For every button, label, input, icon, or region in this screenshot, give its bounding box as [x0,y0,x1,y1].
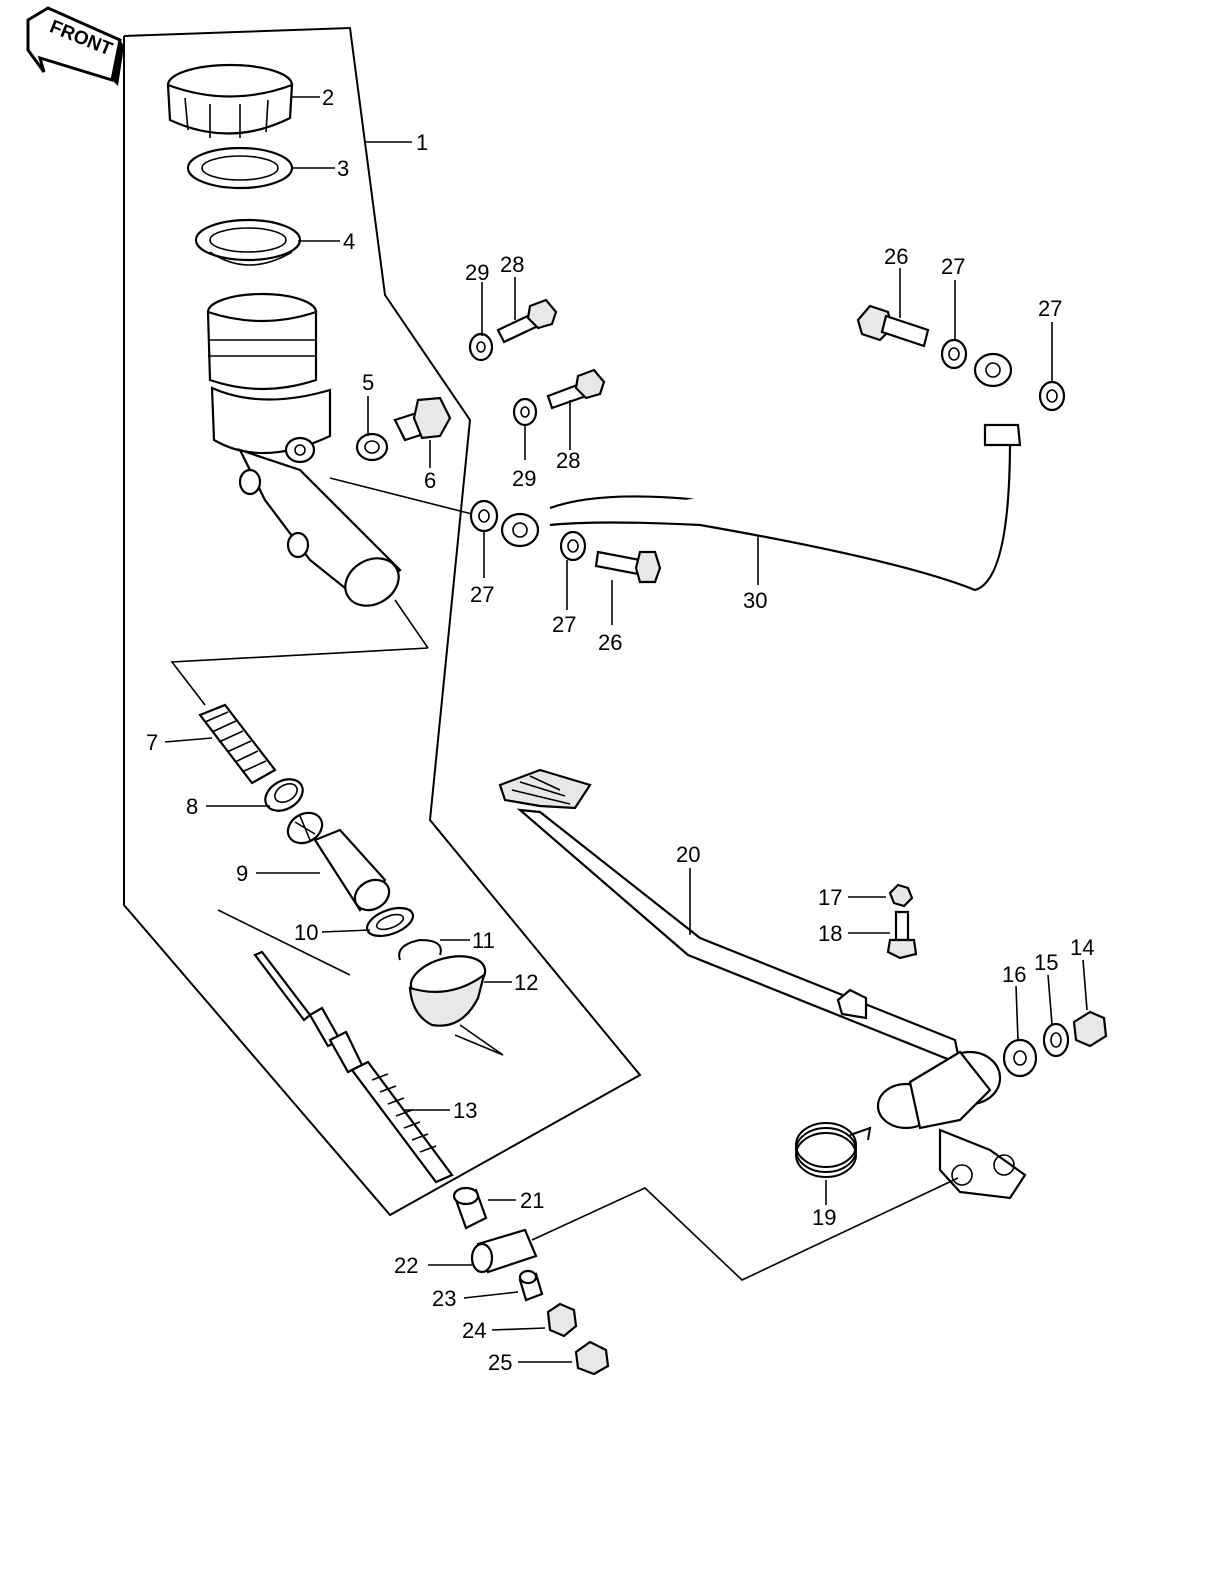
part-26-banjo-bolt-upper [856,304,930,348]
callout-21: 21 [520,1188,544,1213]
part-7-spring [198,703,277,785]
part-14-nut [1072,1010,1108,1048]
part-27-washer-upper-left [940,338,968,370]
callout-20: 20 [676,842,700,867]
part-10-stopper-ring [365,906,415,938]
callout-29-upper: 29 [465,260,489,285]
callout-1: 1 [416,130,428,155]
callout-24: 24 [462,1318,486,1343]
callout-16: 16 [1002,962,1026,987]
leader-clevis-to-pedal [531,1177,959,1281]
part-27-washer-lower-right [559,530,587,562]
master-cylinder-body [206,292,402,607]
callout-13: 13 [453,1098,477,1123]
front-direction-arrow-icon: FRONT [26,6,124,86]
part-28-bolt-upper [496,298,558,344]
callout-5: 5 [362,370,374,395]
callout-22: 22 [394,1253,418,1278]
callout-leaders [164,96,1088,1363]
part-3-diaphragm-plate [186,146,294,190]
callout-18: 18 [818,921,842,946]
callout-27-lower-left: 27 [470,582,494,607]
leader-cylinder-to-internal [394,599,429,649]
part-11-circlip [398,938,442,961]
part-25-nut [574,1340,610,1376]
callout-7: 7 [146,730,158,755]
part-6-plug-bolt [393,396,452,442]
part-24-nut [546,1302,578,1338]
part-27-washer-upper-right [1038,380,1066,412]
callout-10: 10 [294,920,318,945]
callout-26-upper: 26 [884,244,908,269]
callout-25: 25 [488,1350,512,1375]
part-22-clevis-pin [470,1228,538,1274]
part-30-brake-hose [500,352,1022,592]
callout-14: 14 [1070,935,1094,960]
leader-internal-bracket [170,647,429,706]
part-26-banjo-bolt-lower [594,550,662,584]
part-20-brake-pedal [498,768,1027,1200]
leader-12-to-13 [217,909,351,976]
callout-12: 12 [514,970,538,995]
callout-28-lower: 28 [556,448,580,473]
part-17-nut [888,883,914,908]
callout-27-lower-right: 27 [552,612,576,637]
callout-30: 30 [743,588,767,613]
part-12-dust-boot [408,955,487,1027]
callout-3: 3 [337,156,349,181]
part-28-bolt-middle [546,368,606,410]
part-4-diaphragm [194,218,302,266]
part-19-return-spring [795,1122,872,1178]
part-27-washer-lower-left [469,499,499,533]
part-18-bolt [886,910,918,960]
callout-29-lower: 29 [512,466,536,491]
callout-27-upper-right: 27 [1038,296,1062,321]
part-29-washer-middle [512,397,538,427]
part-29-washer-upper [468,332,494,362]
callout-17: 17 [818,885,842,910]
callout-9: 9 [236,861,248,886]
leader-body-to-27 [329,477,473,515]
leader-12-boot [454,1024,504,1056]
part-8-primary-cup [264,778,304,812]
callout-6: 6 [424,468,436,493]
part-9-piston [286,811,391,912]
callout-11: 11 [472,928,495,953]
callout-4: 4 [343,229,355,254]
part-21-joint [452,1186,488,1230]
part-15-washer [1042,1022,1070,1058]
part-13-push-rod [253,950,454,1184]
callout-27-upper-left: 27 [941,254,965,279]
part-16-washer [1002,1038,1038,1078]
callout-23: 23 [432,1286,456,1311]
callout-8: 8 [186,794,198,819]
callout-2: 2 [322,85,334,110]
callout-26-lower: 26 [598,630,622,655]
part-23-collar [518,1269,544,1302]
callout-28-upper: 28 [500,252,524,277]
part-5-washer [355,432,389,462]
assembly-group-outline [123,26,642,1217]
callout-15: 15 [1034,950,1058,975]
part-2-reservoir-cap [166,63,294,138]
callout-19: 19 [812,1205,836,1230]
